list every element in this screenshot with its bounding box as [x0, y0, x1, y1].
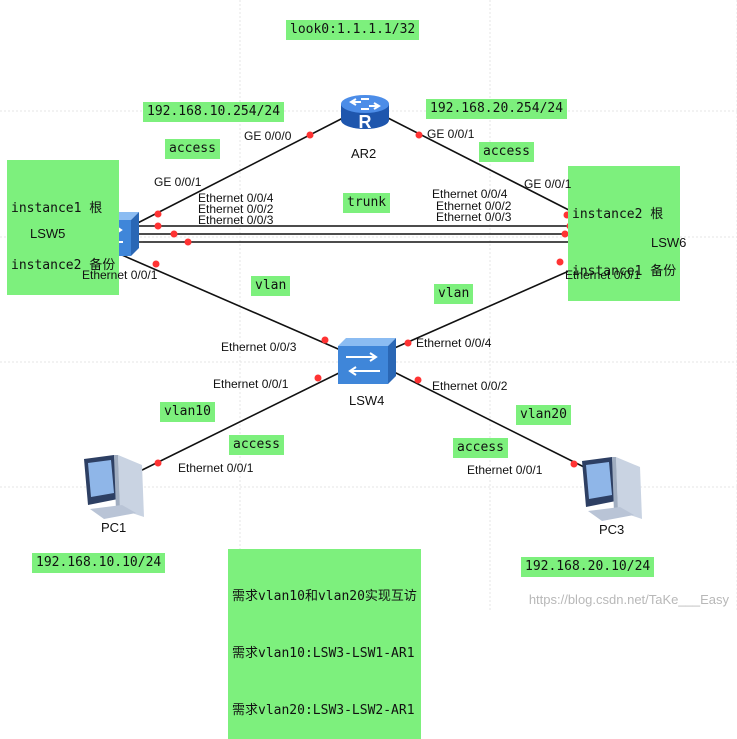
mode-ar2-lsw5: access	[165, 139, 220, 159]
port-lsw5-e3: Ethernet 0/0/3	[198, 213, 274, 227]
requirement-line1: 需求vlan10和vlan20实现互访	[232, 589, 417, 604]
device-label-lsw5: LSW5	[30, 226, 66, 241]
mode-lsw5-lsw6: trunk	[343, 193, 391, 213]
watermark: https://blog.csdn.net/TaKe___Easy	[528, 592, 729, 607]
device-label-lsw4: LSW4	[349, 393, 385, 408]
port-pc3-e1: Ethernet 0/0/1	[467, 463, 543, 477]
port-lsw6-e2: Ethernet 0/0/2	[436, 199, 512, 213]
mode-lsw4-pc1: access	[229, 435, 284, 455]
pc-icon-pc1	[84, 455, 144, 519]
port-lsw6-e1: Ethernet 0/0/1	[565, 268, 641, 282]
port-ar2-right: GE 0/0/1	[427, 127, 475, 141]
mode-lsw5-lsw4: vlan	[251, 276, 291, 296]
port-lsw5-e2: Ethernet 0/0/2	[198, 202, 274, 216]
vlan-lsw4-pc1: vlan10	[160, 402, 215, 422]
mode-ar2-lsw6: access	[479, 142, 534, 162]
port-lsw5-e4: Ethernet 0/0/4	[198, 191, 274, 205]
loopback-label: look0:1.1.1.1/32	[286, 20, 420, 40]
svg-text:R: R	[359, 112, 372, 132]
port-lsw5-ge: GE 0/0/1	[154, 175, 202, 189]
router-icon: R	[341, 95, 389, 132]
port-pc1-e1: Ethernet 0/0/1	[178, 461, 254, 475]
link-lsw4-pc3	[389, 369, 601, 476]
ip-ar2-right: 192.168.20.254/24	[426, 99, 568, 119]
port-lsw6-e4: Ethernet 0/0/4	[432, 187, 508, 201]
pc-icon-pc3	[582, 457, 642, 521]
mode-lsw4-pc3: access	[453, 438, 508, 458]
link-lsw4-pc1	[129, 369, 346, 477]
lsw6-role-line2: instance1 备份	[572, 264, 677, 279]
port-lsw4-e2: Ethernet 0/0/2	[432, 379, 508, 393]
lsw5-role-line1: instance1 根	[11, 201, 103, 216]
device-label-pc1: PC1	[101, 520, 127, 535]
port-lsw4-e1: Ethernet 0/0/1	[213, 377, 289, 391]
requirements-note: 需求vlan10和vlan20实现互访 需求vlan10:LSW3-LSW1-A…	[228, 549, 421, 739]
port-ar2-left: GE 0/0/0	[244, 129, 292, 143]
lsw6-role-note: instance2 根 instance1 备份	[568, 166, 681, 301]
device-label-pc3: PC3	[599, 522, 625, 537]
port-lsw6-e3: Ethernet 0/0/3	[436, 210, 512, 224]
ip-ar2-left: 192.168.10.254/24	[143, 102, 285, 122]
switch-icon-lsw4	[338, 338, 396, 384]
port-lsw4-e4: Ethernet 0/0/4	[416, 336, 492, 350]
lsw6-role-line1: instance2 根	[572, 207, 664, 222]
device-label-lsw6: LSW6	[651, 235, 687, 250]
link-lsw5-lsw4	[114, 251, 346, 353]
ip-pc3: 192.168.20.10/24	[521, 557, 655, 577]
device-label-ar2: AR2	[351, 146, 377, 161]
lsw5-role-note: instance1 根 instance2 备份	[7, 160, 120, 295]
ip-pc1: 192.168.10.10/24	[32, 553, 166, 573]
port-lsw6-ge: GE 0/0/1	[524, 177, 572, 191]
port-lsw5-e1: Ethernet 0/0/1	[82, 268, 158, 282]
lsw5-role-line2: instance2 备份	[11, 258, 116, 273]
vlan-lsw4-pc3: vlan20	[516, 405, 571, 425]
port-lsw4-e3: Ethernet 0/0/3	[221, 340, 297, 354]
requirement-line3: 需求vlan20:LSW3-LSW2-AR1	[232, 703, 415, 718]
requirement-line2: 需求vlan10:LSW3-LSW1-AR1	[232, 646, 415, 661]
mode-lsw6-lsw4: vlan	[434, 284, 474, 304]
